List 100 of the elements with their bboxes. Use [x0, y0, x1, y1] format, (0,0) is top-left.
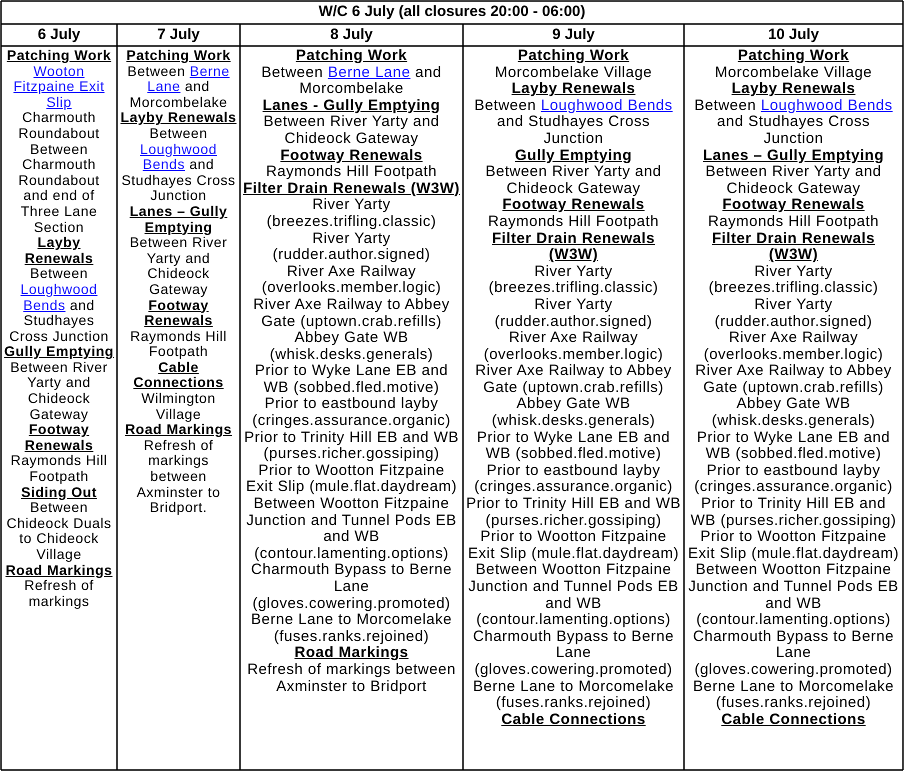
cell-text: Berne Lane to Morcomelake (fuses.ranks.rejoined) [692, 678, 895, 712]
section-heading: Filter Drain Renewals (W3W) [710, 230, 876, 264]
cell-text: Refresh of markings [23, 578, 94, 610]
section-heading: Footway Renewals [502, 197, 645, 214]
link: Wooton Fitzpaine Exit Slip [13, 62, 105, 110]
cell-text: Charmouth Bypass to Berne Lane (gloves.cowering.promoted) [250, 562, 453, 612]
cell-text: Prior to eastbound layby (cringes.assurance.organic) [251, 396, 452, 430]
cell-text: Between Loughwood Bends and Studhayes Cross Junction [473, 98, 674, 148]
cell-text: Prior to Trinity Hill EB and WB (purses.richer.gossiping) [466, 496, 681, 530]
cell-text: River Yarty (breezes.trifling.classic) [266, 197, 436, 231]
cell-text: River Axe Railway to Abbey Gate (uptown.crab.refills) [252, 296, 451, 330]
section-heading: Footway Renewals [280, 148, 423, 164]
section-heading: Filter Drain Renewals (W3W) [490, 230, 656, 264]
section-heading: Footway Renewals [24, 422, 94, 454]
section-heading: Layby Renewals [24, 235, 94, 266]
column-header: 6 July [36, 25, 82, 45]
column-header: 8 July [329, 25, 374, 45]
cell-text: Raymonds Hill Footpath [706, 214, 880, 231]
section-heading: Lanes – Gully Emptying [702, 148, 884, 164]
section-heading: Patching Work [126, 48, 231, 64]
cell-text: Berne Lane to Morcomelake (fuses.ranks.rejoined) [472, 678, 675, 712]
link: Loughwood Bends [540, 96, 673, 114]
link: Loughwood Bends [760, 96, 893, 114]
cell-text: Between Loughwood Bends and Studhayes Cross Junction [120, 126, 237, 204]
section-heading: Gully Emptying [4, 344, 114, 360]
section-heading: Layby Renewals [732, 81, 856, 98]
section-heading: Siding Out [21, 484, 97, 500]
cell-text: Between Wootton Fitzpaine Junction and Tunnel Pods EB and WB (contour.lamenting.options) [687, 562, 900, 629]
cell-text: Refresh of markings between Axminster to Bridport [246, 662, 457, 696]
cell-text: Wilmington Village [140, 391, 217, 422]
cell-text: Between Berne Lane and Morcombelake [126, 64, 231, 110]
section-heading: Cable Connections [501, 712, 646, 728]
cell-text: Berne Lane to Morcomelake (fuses.ranks.rejoined) [250, 612, 453, 646]
cell-text: Raymonds Hill Footpath [264, 164, 438, 181]
section-heading: Filter Drain Renewals (W3W) [243, 180, 460, 198]
section-heading: Layby Renewals [120, 110, 236, 126]
cell-text: Abbey Gate WB (whisk.desks.generals) [268, 330, 434, 364]
cell-text: Between River Yarty and Chideock Gateway [128, 235, 228, 298]
cell-text: Raymonds Hill Footpath [129, 328, 228, 360]
cell-text: Raymonds Hill Footpath [486, 214, 660, 231]
section-heading: Gully Emptying [514, 148, 632, 164]
section-heading: Footway Renewals [143, 298, 214, 329]
cell-text: Abbey Gate WB (whisk.desks.generals) [490, 396, 656, 430]
column-header: 9 July [551, 25, 596, 45]
section-heading: Cable Connections [721, 712, 866, 728]
cell-text: Prior to eastbound layby (cringes.assurance.organic) [693, 462, 894, 496]
cell-text: Prior to Wyke Lane EB and WB (sobbed.fled.motive) [696, 430, 892, 463]
cell-text: Prior to Wootton Fitzpaine Exit Slip (mule.flat.daydream) [245, 462, 458, 496]
cell-text: Prior to eastbound layby (cringes.assurance.organic) [473, 462, 674, 496]
cell-text: River Yarty (rudder.author.signed) [714, 296, 874, 330]
section-heading: Footway Renewals [722, 197, 865, 214]
cell-text: River Yarty (breezes.trifling.classic) [708, 264, 880, 297]
section-heading: Patching Work [518, 48, 630, 65]
cell-text: River Axe Railway to Abbey Gate (uptown.crab.refills) [474, 363, 673, 396]
cell-text: Prior to Trinity Hill EB and WB (purses.richer.gossiping) [690, 496, 898, 530]
cell-text: Between Chideock Duals to Chideock Village [5, 500, 113, 563]
column-header: 10 July [767, 25, 820, 45]
cell-text: Refresh of markings between Axminster to Bridport. [136, 438, 220, 516]
column-header: 7 July [156, 25, 201, 45]
cell-text: Between Loughwood Bends and Studhayes Cross Junction [8, 266, 110, 344]
cell-text: Between Wootton Fitzpaine Junction and Tunnel Pods EB and WB (contour.lamenting.options) [467, 562, 680, 629]
cell-text: Between River Yarty and Chideock Gateway [262, 114, 441, 148]
cell-text: Between River Yarty and Chideock Gateway [704, 164, 882, 198]
cell-text: Between Berne Lane and Morcombelake [260, 64, 443, 98]
section-heading: Road Markings [6, 562, 112, 578]
cell-text: Prior to Wyke Lane EB and WB (sobbed.fled.motive) [476, 430, 672, 463]
cell-text: Raymonds Hill Footpath [10, 453, 108, 485]
cell-text: Between Charmouth Roundabout and end of Three Lane Section [17, 142, 101, 236]
section-heading: Patching Work [296, 48, 408, 65]
cell-text: River Axe Railway (overlooks.member.logic) [482, 330, 664, 364]
cell-text: River Yarty (rudder.author.signed) [494, 296, 654, 330]
section-heading: Layby Renewals [512, 81, 636, 98]
cell-text: River Axe Railway (overlooks.member.logic) [702, 330, 884, 364]
cell-text: Prior to Trinity Hill EB and WB (purses.richer.gossiping) [243, 430, 460, 463]
cell-text: Between Loughwood Bends and Studhayes Cross Junction [693, 98, 894, 148]
cell-text: Prior to Wootton Fitzpaine Exit Slip (mule.flat.daydream) [467, 529, 680, 562]
cell-text: Prior to Wootton Fitzpaine Exit Slip (mule.flat.daydream) [687, 529, 900, 562]
section-heading: Lanes - Gully Emptying [262, 98, 440, 114]
cell-text: Charmouth Bypass to Berne Lane (gloves.cowering.promoted) [472, 628, 675, 679]
cell-text: River Yarty (breezes.trifling.classic) [488, 264, 660, 297]
table-title: W/C 6 July (all closures 20:00 - 06:00) [318, 2, 586, 22]
cell-text: Between Wootton Fitzpaine Junction and Tunnel Pods EB and WB (contour.lamenting.options) [245, 496, 458, 562]
section-heading: Cable Connections [132, 360, 225, 392]
cell-text: Prior to Wyke Lane EB and WB (sobbed.fled.motive) [254, 363, 450, 396]
cell-text: River Axe Railway to Abbey Gate (uptown.crab.refills) [694, 363, 893, 396]
section-heading: Road Markings [294, 645, 409, 662]
cell-text: River Yarty (rudder.author.signed) [272, 230, 432, 264]
cell-text: Abbey Gate WB (whisk.desks.generals) [710, 396, 876, 430]
cell-text: Between River Yarty and Chideock Gateway [484, 164, 663, 198]
section-heading: Lanes – Gully Emptying [128, 204, 228, 236]
cell-text: Between River Yarty and Chideock Gateway [10, 360, 108, 422]
cell-text: River Axe Railway (overlooks.member.logic) [260, 264, 442, 297]
link: Berne Lane [328, 64, 410, 81]
cell-text: Charmouth Roundabout [17, 110, 101, 142]
cell-text: Morcombelake Village [494, 64, 654, 82]
section-heading: Patching Work [738, 48, 850, 65]
section-heading: Patching Work [6, 48, 112, 64]
cell-text: Charmouth Bypass to Berne Lane (gloves.cowering.promoted) [692, 628, 895, 679]
cell-text: Morcombelake Village [714, 64, 874, 82]
section-heading: Road Markings [125, 422, 232, 438]
